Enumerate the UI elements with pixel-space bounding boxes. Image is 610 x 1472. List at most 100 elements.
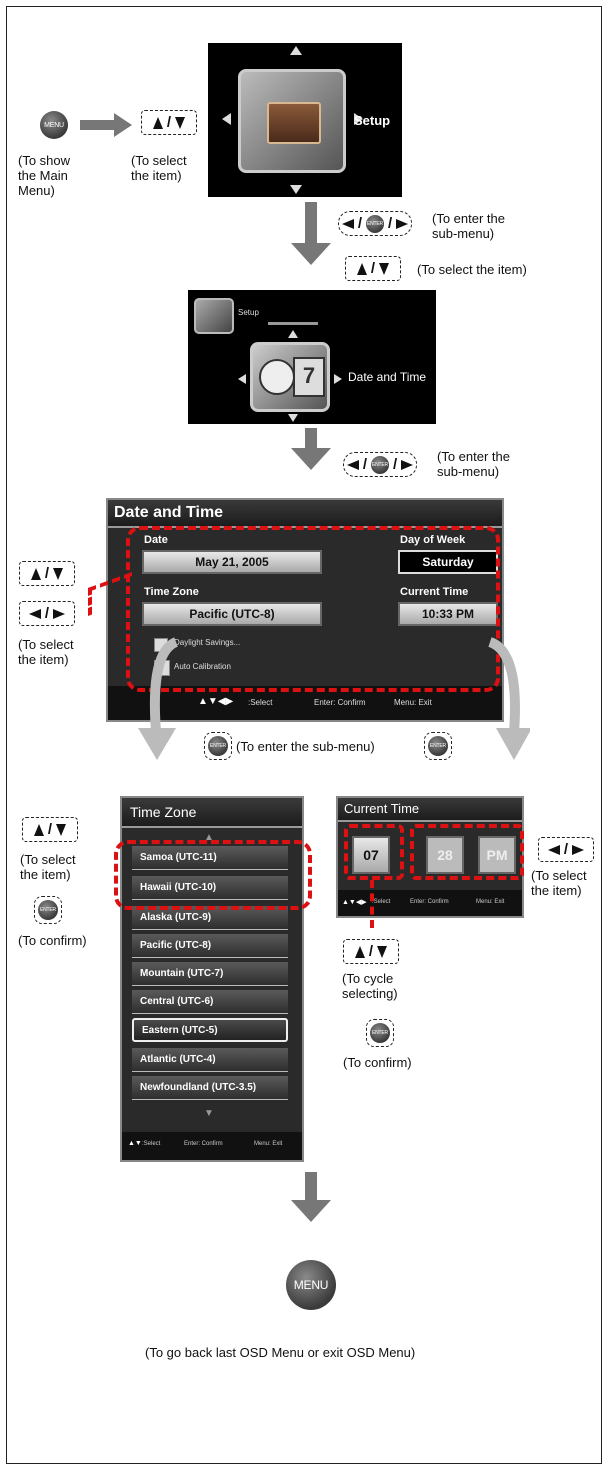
time-zone-osd: Time Zone ▲ Samoa (UTC-11) Hawaii (UTC-1… (120, 796, 304, 1162)
date-field[interactable]: May 21, 2005 (142, 550, 322, 574)
up-down-key-icon-5[interactable]: / (343, 939, 399, 964)
dow-label: Day of Week (400, 534, 466, 546)
calendar-icon: 7 (293, 357, 325, 397)
pointer-line-down (370, 880, 374, 928)
footer-confirm: Enter: Confirm (314, 698, 366, 707)
tz-osd-title: Time Zone (122, 798, 302, 828)
menu-button-icon[interactable]: MENU (40, 111, 68, 139)
selection-highlight (126, 526, 500, 692)
up-down-key-icon-2[interactable]: / (345, 256, 401, 281)
clock-calendar-icon: 7 (250, 342, 330, 412)
hour-highlight (344, 824, 404, 880)
right-arrow-icon (354, 113, 363, 125)
arrow-down-icon-3 (291, 1200, 331, 1222)
tz-item[interactable]: Central (UTC-6) (132, 990, 288, 1014)
menu-button-icon-large[interactable]: MENU (286, 1260, 336, 1310)
up-down-key-icon-4[interactable]: / (22, 817, 78, 842)
enter-key-icon-2[interactable]: ENTER (424, 732, 452, 760)
tz-footer-exit: Menu: Exit (254, 1141, 283, 1147)
setup-small-icon (194, 298, 234, 334)
caption-enter-submenu-inline: (To enter the sub-menu) (236, 739, 375, 754)
down-arrow-icon (290, 185, 302, 194)
setup-small-label: Setup (238, 308, 259, 317)
tz-footer: ▲▼ :Select Enter: Confirm Menu: Exit (122, 1132, 302, 1160)
daylight-label: Daylight Savings... (174, 638, 241, 647)
ct-footer-exit: Menu: Exit (476, 899, 505, 905)
tz-item[interactable]: Mountain (UTC-7) (132, 962, 288, 986)
enter-key-icon[interactable]: ENTER (204, 732, 232, 760)
tz-footer-select: :Select (142, 1141, 161, 1147)
tz-footer-confirm: Enter: Confirm (184, 1141, 223, 1147)
left-enter-right-key-icon-2[interactable]: /ENTER/ (343, 452, 417, 477)
hour-field[interactable]: 07 (352, 836, 390, 874)
setup-screen: Setup (208, 43, 402, 197)
left-enter-right-key-icon[interactable]: /ENTER/ (338, 211, 412, 236)
caption-tz-confirm: (To confirm) (18, 933, 87, 948)
up-down-key-icon-3[interactable]: / (19, 561, 75, 586)
up-arrow-icon (290, 46, 302, 55)
setup-label: Setup (354, 113, 391, 128)
tz-label: Time Zone (144, 586, 199, 598)
arrow-right-shaft (80, 120, 116, 130)
tz-item[interactable]: Atlantic (UTC-4) (132, 1048, 288, 1072)
ampm-field[interactable]: PM (478, 836, 516, 874)
page-frame (6, 6, 602, 1464)
tz-selection-highlight (114, 840, 312, 910)
ct-field[interactable]: 10:33 PM (398, 602, 498, 626)
tz-field[interactable]: Pacific (UTC-8) (142, 602, 322, 626)
right-arrow-icon (334, 374, 342, 384)
caption-select-the-item: (To select the item) (417, 262, 527, 277)
left-arrow-icon (222, 113, 231, 125)
minute-field[interactable]: 28 (426, 836, 464, 874)
tz-item[interactable]: Pacific (UTC-8) (132, 934, 288, 958)
left-right-key-icon[interactable]: / (19, 601, 75, 626)
ct-footer: ▲▼◀▶ :Select Enter: Confirm Menu: Exit (338, 890, 522, 916)
caption-ct-confirm: (To confirm) (343, 1055, 412, 1070)
setup-cube-icon (238, 69, 346, 173)
tz-item[interactable]: Hawaii (UTC-10) (132, 876, 288, 900)
branch-arrows (138, 637, 530, 760)
enter-key-icon-3[interactable]: ENTER (34, 896, 62, 924)
tz-item[interactable]: Samoa (UTC-11) (132, 846, 288, 870)
enter-key-icon-4[interactable]: ENTER (366, 1019, 394, 1047)
tz-item[interactable]: Alaska (UTC-9) (132, 906, 288, 930)
footer-exit: Menu: Exit (394, 698, 432, 707)
footer-arrows-icon: ▲▼◀▶ (198, 696, 234, 707)
scroll-up-icon[interactable]: ▲ (204, 832, 214, 843)
arrow-down-icon (291, 243, 331, 265)
left-right-key-icon-2[interactable]: / (538, 837, 594, 862)
ct-footer-select: :Select (372, 899, 391, 905)
current-time-osd: Current Time 07 28 PM ▲▼◀▶ :Select Enter… (336, 796, 524, 918)
up-down-key-icon[interactable]: / (141, 110, 197, 135)
connector-line (268, 322, 318, 325)
tz-item-selected[interactable]: Eastern (UTC-5) (132, 1018, 288, 1042)
clock-icon (259, 359, 295, 395)
ct-footer-confirm: Enter: Confirm (410, 899, 449, 905)
arrow-down-shaft-2 (305, 428, 317, 450)
ct-osd-title: Current Time (338, 798, 522, 822)
footer-select: :Select (248, 698, 273, 707)
arrow-right-icon (114, 113, 132, 137)
datetime-screen: Setup 7 Date and Time (188, 290, 436, 424)
arrow-down-shaft (305, 202, 317, 244)
toolbox-icon (267, 102, 321, 144)
dow-field: Saturday (398, 550, 498, 574)
left-arrow-icon (238, 374, 246, 384)
min-ampm-highlight (410, 824, 524, 880)
tz-item[interactable]: Newfoundland (UTC-3.5) (132, 1076, 288, 1100)
scroll-down-icon[interactable]: ▼ (204, 1108, 214, 1119)
date-label: Date (144, 534, 168, 546)
ct-label: Current Time (400, 586, 469, 598)
up-arrow-icon (288, 330, 298, 338)
arrow-down-shaft-3 (305, 1172, 317, 1202)
autocal-label: Auto Calibration (174, 662, 231, 671)
down-arrow-icon (288, 414, 298, 422)
